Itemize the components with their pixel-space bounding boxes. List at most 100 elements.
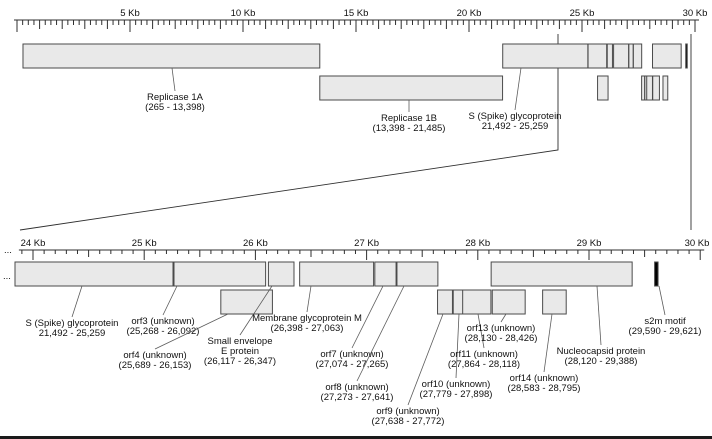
gene-label-orf13: orf13 (unknown)(28,130 - 28,426): [465, 323, 538, 344]
zoomed-gene-box-orf13: [491, 289, 526, 315]
zoomed-gene-box-s2m: [654, 261, 659, 287]
gene-label-line: Nucleocapsid protein: [557, 346, 646, 357]
gene-label-line: (27,074 - 27,265): [316, 359, 389, 370]
leader-line-spike: [71, 285, 83, 318]
bottom-ruler-label: 27 Kb: [354, 238, 379, 249]
bottom-ruler-ellipsis: ...: [4, 245, 12, 256]
zoom-connector-left: [19, 34, 559, 231]
gene-label-line: (27,638 - 27,772): [372, 416, 445, 427]
gene-label-replicase-1b: Replicase 1B(13,398 - 21,485): [373, 113, 446, 134]
leader-line-orf13: [500, 313, 507, 323]
gene-label-line: 21,492 - 25,259: [39, 328, 106, 339]
gene-label-orf3: orf3 (unknown)(25,268 - 26,092): [127, 316, 200, 337]
overview-gene-box-orf7: [628, 43, 634, 69]
overview-gene-box-nucleocapsid: [652, 43, 682, 69]
leader-line-orf9: [407, 313, 444, 406]
zoomed-gene-box-orf14: [542, 289, 567, 315]
leader-line-membrane-m: [306, 285, 312, 313]
gene-label-line: orf11 (unknown): [450, 349, 518, 360]
leader-line-spike: [514, 67, 522, 111]
top-ruler-label: 10 Kb: [231, 8, 256, 19]
overview-gene-box-orf8: [632, 43, 643, 69]
gene-label-nucleocapsid: Nucleocapsid protein(28,120 - 29,388): [557, 346, 646, 367]
zoomed-gene-box-nucleocapsid: [490, 261, 633, 287]
gene-label-line: (265 - 13,398): [145, 102, 205, 113]
gene-label-line: orf8 (unknown): [325, 382, 388, 393]
leader-line-nucleocapsid: [596, 285, 602, 346]
gene-label-line: S (Spike) glycoprotein: [26, 318, 119, 329]
leader-line-orf10: [455, 313, 460, 379]
overview-gene-box-orf3: [587, 43, 608, 69]
gene-label-line: Small envelope: [208, 336, 273, 347]
bottom-ruler-label: 26 Kb: [243, 238, 268, 249]
overview-gene-box-orf14: [662, 75, 669, 101]
gene-label-line: (27,779 - 27,898): [420, 389, 493, 400]
bottom-track-ellipsis: ...: [3, 271, 11, 282]
gene-label-line: Replicase 1A: [147, 92, 204, 103]
gene-label-line: orf13 (unknown): [467, 323, 536, 334]
bottom-ruler-label: 29 Kb: [577, 238, 602, 249]
gene-label-line: (28,120 - 29,388): [565, 356, 638, 367]
gene-label-orf4: orf4 (unknown)(25,689 - 26,153): [119, 350, 192, 371]
leader-line-replicase-1a: [171, 67, 176, 92]
overview-gene-box-orf9: [641, 75, 646, 101]
gene-label-line: orf7 (unknown): [320, 349, 383, 360]
top-ruler-label: 20 Kb: [457, 8, 482, 19]
zoomed-gene-box-spike: [14, 261, 174, 287]
gene-label-line: orf4 (unknown): [123, 350, 186, 361]
overview-gene-box-replicase-1b: [319, 75, 504, 101]
zoomed-gene-box-orf3: [173, 261, 267, 287]
gene-label-membrane-m: Membrane glycoprotein M(26,398 - 27,063): [252, 313, 362, 334]
overview-gene-box-envelope-e: [606, 43, 613, 69]
gene-label-replicase-1a: Replicase 1A(265 - 13,398): [145, 92, 205, 113]
leader-line-orf8: [356, 285, 405, 382]
bottom-ruler-label: 30 Kb: [685, 238, 710, 249]
gene-label-line: (28,583 - 28,795): [508, 383, 581, 394]
overview-gene-box-spike: [502, 43, 589, 69]
overview-gene-box-orf11: [646, 75, 653, 101]
gene-label-line: E protein: [221, 346, 259, 357]
leader-line-orf4: [154, 313, 229, 350]
zoomed-gene-box-envelope-e: [267, 261, 295, 287]
gene-label-line: Membrane glycoprotein M: [252, 313, 362, 324]
gene-label-line: S (Spike) glycoprotein: [469, 111, 562, 122]
gene-label-line: (25,689 - 26,153): [119, 360, 192, 371]
overview-gene-box-s2m: [685, 43, 688, 69]
zoomed-gene-box-orf11: [462, 289, 492, 315]
gene-label-line: (27,864 - 28,118): [448, 359, 520, 370]
gene-label-line: (29,590 - 29,621): [629, 326, 702, 337]
bottom-ruler-label: 28 Kb: [465, 238, 490, 249]
bottom-ruler-label: 24 Kb: [21, 238, 46, 249]
gene-label-orf10: orf10 (unknown)(27,779 - 27,898): [420, 379, 493, 400]
overview-gene-box-replicase-1a: [22, 43, 321, 69]
leader-line-envelope-e: [239, 285, 273, 336]
zoomed-gene-box-orf7: [374, 261, 397, 287]
gene-label-line: (25,268 - 26,092): [127, 326, 200, 337]
gene-label-line: Replicase 1B: [381, 113, 437, 124]
leader-line-s2m: [658, 285, 666, 316]
overview-gene-box-orf13: [652, 75, 660, 101]
gene-label-orf9: orf9 (unknown)(27,638 - 27,772): [372, 406, 445, 427]
gene-label-orf14: orf14 (unknown)(28,583 - 28,795): [508, 373, 581, 394]
gene-label-line: orf14 (unknown): [510, 373, 579, 384]
gene-label-line: orf9 (unknown): [376, 406, 439, 417]
top-ruler-label: 5 Kb: [120, 8, 140, 19]
zoomed-gene-box-membrane-m: [299, 261, 375, 287]
zoomed-gene-box-orf9: [437, 289, 453, 315]
leader-line-orf7: [351, 285, 384, 349]
gene-label-line: (13,398 - 21,485): [373, 123, 446, 134]
zoomed-gene-box-orf4: [220, 289, 273, 315]
overview-gene-box-membrane-m: [613, 43, 630, 69]
gene-label-line: s2m motif: [644, 316, 686, 327]
gene-label-line: (26,117 - 26,347): [204, 356, 276, 367]
gene-label-line: 21,492 - 25,259: [482, 121, 549, 132]
gene-label-line: (26,398 - 27,063): [271, 323, 344, 334]
gene-label-line: (28,130 - 28,426): [465, 333, 538, 344]
zoomed-gene-box-orf8: [396, 261, 439, 287]
gene-label-orf11: orf11 (unknown)(27,864 - 28,118): [448, 349, 520, 370]
gene-label-orf8: orf8 (unknown)(27,273 - 27,641): [321, 382, 394, 403]
